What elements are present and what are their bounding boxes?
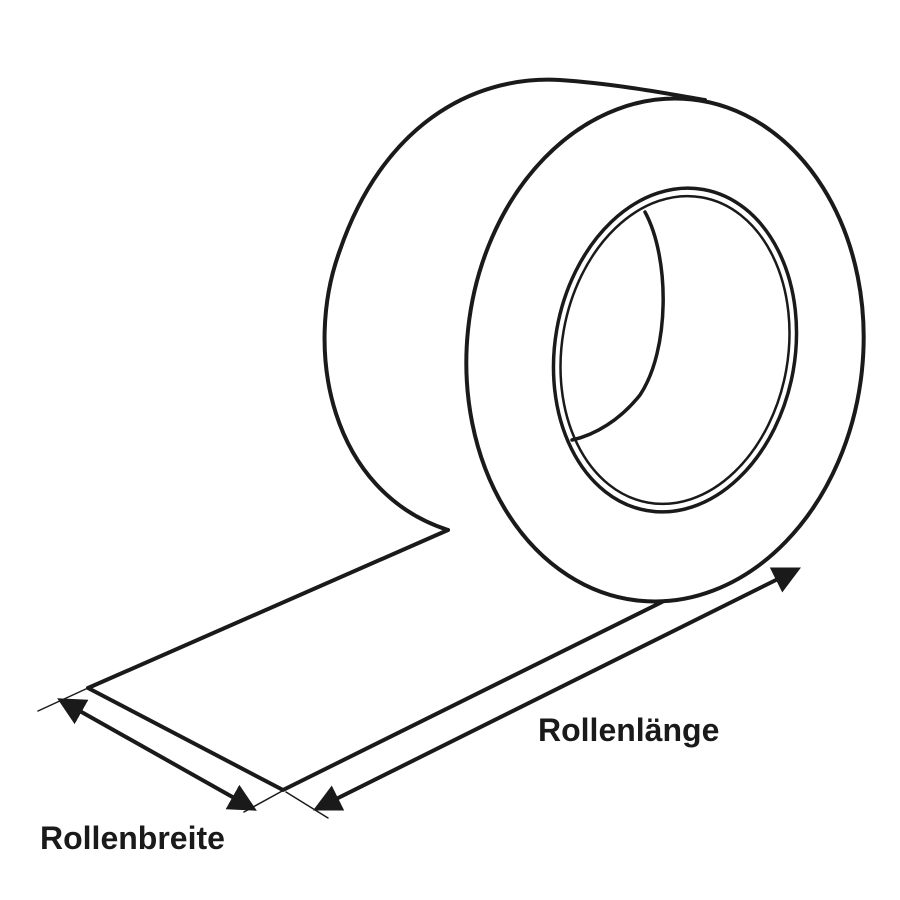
width-dimension-arrow: [57, 698, 257, 811]
length-dimension-arrow: [312, 567, 802, 811]
roll-front-face: [464, 96, 866, 604]
roll-core-inner: [559, 194, 791, 506]
roll-core-outer: [551, 186, 799, 514]
roll-core-inner-edge: [570, 210, 665, 442]
tape-strip: [86, 528, 664, 792]
roll-width-label: Rollenbreite: [40, 820, 225, 856]
width-extension-line-left: [37, 687, 89, 712]
length-extension-line: [285, 791, 329, 819]
roll-back-rim: [322, 77, 707, 532]
width-extension-line-right: [243, 789, 285, 813]
roll-length-label: Rollenlänge: [538, 712, 720, 748]
